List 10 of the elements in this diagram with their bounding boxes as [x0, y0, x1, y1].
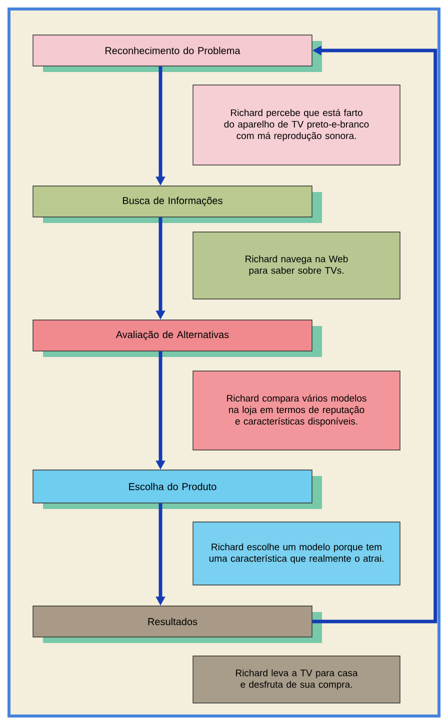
stage-box: Reconhecimento do Problema — [32, 34, 322, 72]
stage-box: Resultados — [32, 606, 322, 643]
description-box: Richard leva a TV para casa e desfruta de sua compra. — [192, 656, 400, 704]
description-box: Richard compara vários modelos na loja em termos de reputação e características disponíveis. — [192, 370, 400, 450]
description-box: Richard navega na Web para saber sobre TVs. — [192, 232, 400, 300]
stage-box: Busca de Informações — [32, 186, 322, 223]
description-box: Richard escolhe um modelo porque tem uma característica que realmente o atrai. — [192, 522, 400, 586]
stage-box: Escolha do Produto — [32, 470, 322, 509]
description-box: Richard percebe que está farto do aparelho de TV preto-e-branco com má reprodução sonora. — [192, 84, 400, 166]
stage-box: Avaliação de Alternativas — [32, 320, 322, 357]
